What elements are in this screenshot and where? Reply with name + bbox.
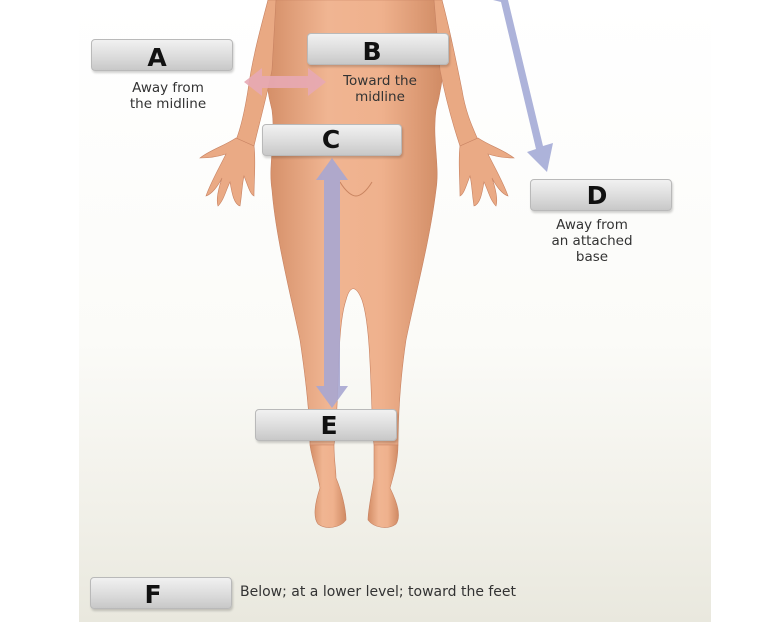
- human-body: [199, 0, 515, 528]
- label-letter-e: E: [320, 411, 338, 440]
- pubic-shading: [339, 181, 373, 197]
- label-box-c[interactable]: [262, 124, 402, 156]
- label-description-a: Away from the midline: [129, 80, 207, 112]
- vertical-arrow: [316, 158, 348, 408]
- distal-arrow: [493, 0, 553, 172]
- label-letter-b: B: [362, 37, 382, 66]
- right-leg-lower: [367, 444, 399, 528]
- torso: [264, 0, 446, 446]
- label-description-f: Below; at a lower level; toward the feet: [240, 584, 517, 600]
- label-box-a[interactable]: [91, 39, 233, 71]
- lateral-arrow: [244, 68, 326, 96]
- label-description-b: Toward the midline: [343, 73, 417, 105]
- label-box-e[interactable]: [255, 409, 397, 441]
- label-box-b[interactable]: [307, 33, 449, 65]
- label-description-d: Away from an attached base: [551, 217, 633, 265]
- label-letter-a: A: [147, 43, 167, 72]
- label-box-d[interactable]: [530, 179, 672, 211]
- left-hand: [199, 137, 256, 207]
- label-letter-f: F: [144, 580, 162, 609]
- label-box-f[interactable]: [90, 577, 232, 609]
- label-letter-d: D: [586, 181, 608, 210]
- right-hand: [458, 137, 515, 207]
- left-leg-lower: [309, 444, 347, 528]
- label-letter-c: C: [321, 125, 341, 154]
